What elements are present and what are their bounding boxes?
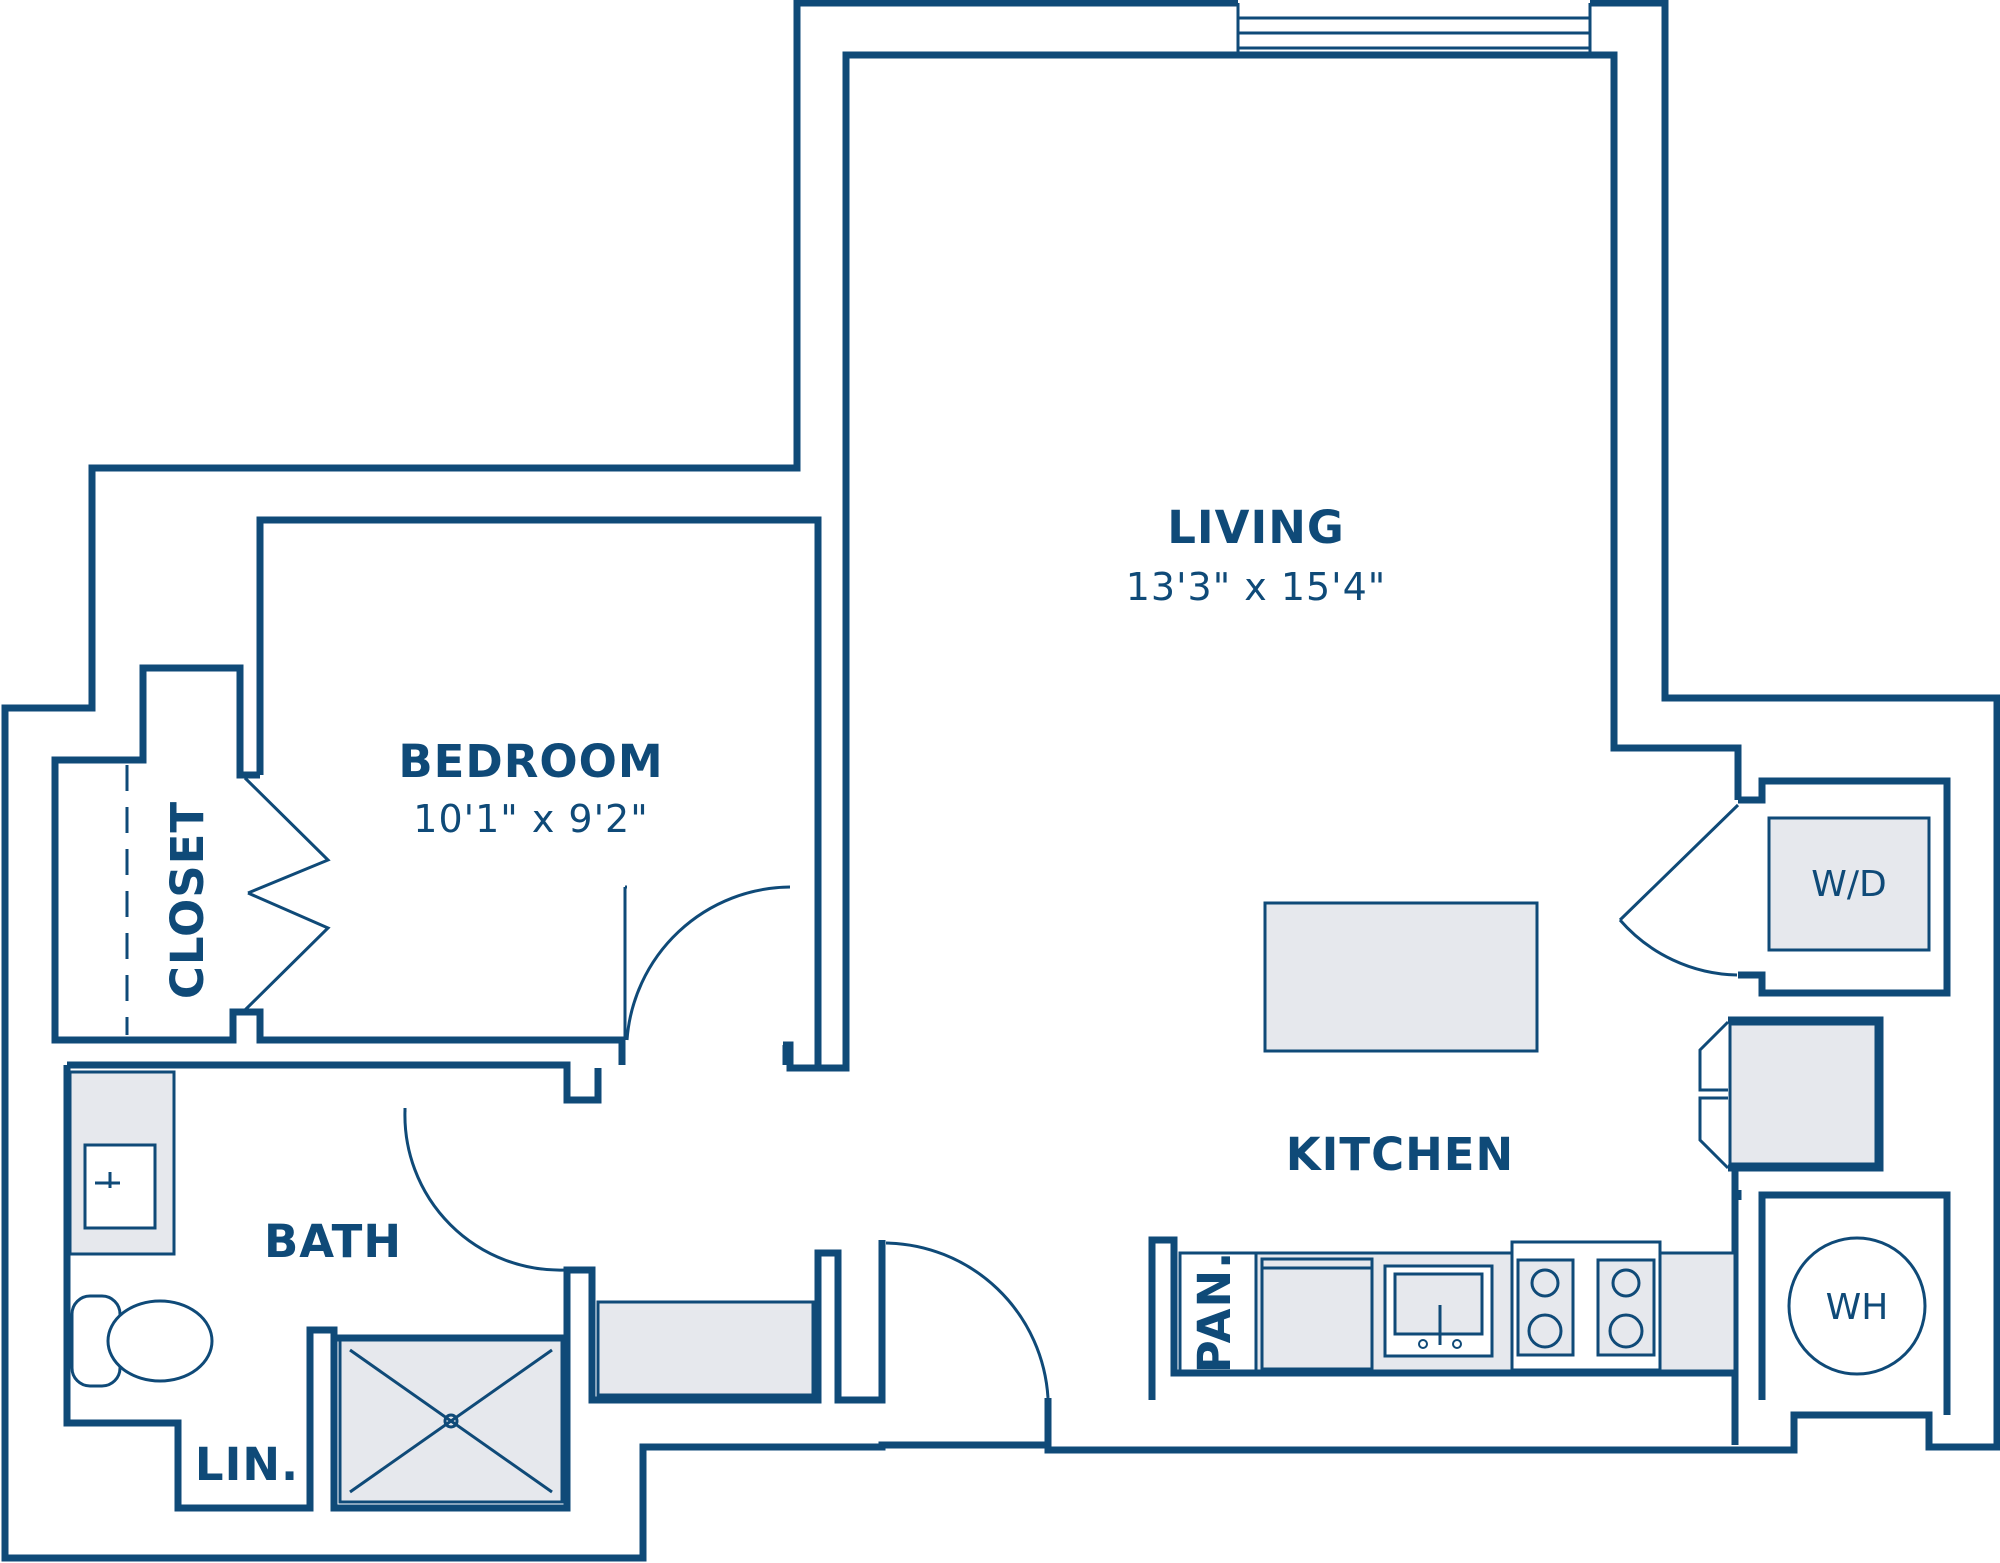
bedroom-dimensions: 10'1" x 9'2": [413, 797, 648, 841]
laundry-closet: [1618, 777, 1951, 997]
refrigerator: [1698, 1016, 1884, 1172]
bath-wall: [63, 1061, 886, 1512]
shower: [338, 1338, 564, 1504]
entry-door: [885, 1241, 1050, 1399]
closet-label: CLOSET: [161, 801, 214, 999]
bedroom-label: BEDROOM: [398, 735, 663, 788]
living-kitchen-wall: [783, 51, 1742, 1072]
pantry-label: PAN.: [1188, 1251, 1241, 1373]
water-heater-closet: [1734, 1190, 1951, 1415]
window: [1236, 0, 1592, 56]
closet-door: [243, 776, 331, 1012]
living-label: LIVING: [1167, 501, 1345, 554]
water-heater-label: WH: [1826, 1287, 1889, 1328]
toilet: [70, 1294, 214, 1388]
kitchen-sink: [1383, 1264, 1494, 1358]
dishwasher: [1260, 1257, 1374, 1371]
kitchen-label: KITCHEN: [1286, 1128, 1514, 1181]
linen-label: LIN.: [195, 1438, 299, 1491]
bath-sink: [68, 1070, 176, 1256]
washer-dryer-label: W/D: [1811, 864, 1886, 905]
bedroom-door: [623, 885, 628, 1040]
kitchen-island: [1263, 901, 1539, 1053]
bath-label: BATH: [264, 1215, 402, 1268]
bedroom-wall: [51, 516, 822, 1068]
range: [1510, 1240, 1662, 1372]
living-dimensions: 13'3" x 15'4": [1126, 565, 1387, 609]
bath-door: [403, 1109, 566, 1272]
storage-shelf: [596, 1300, 815, 1397]
